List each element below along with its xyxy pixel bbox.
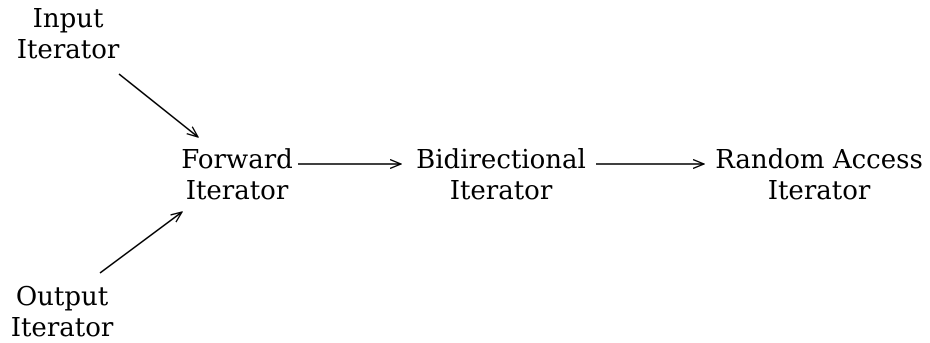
node-input-line1: Input [32,4,104,34]
node-output-iterator: Output Iterator [11,282,114,343]
node-input-line2: Iterator [16,35,120,65]
node-bidirectional-iterator: Bidirectional Iterator [416,145,586,207]
node-output-line2: Iterator [10,313,114,343]
node-random-access-line1: Random Access [715,145,923,175]
node-random-access-iterator: Random Access Iterator [715,145,923,207]
node-output-line1: Output [15,282,109,312]
node-bidirectional-line1: Bidirectional [416,145,586,175]
node-forward-line1: Forward [181,145,293,175]
arrow-input-to-forward [118,73,198,137]
node-forward-iterator: Forward Iterator [181,145,293,207]
node-forward-line2: Iterator [185,176,289,206]
node-random-access-line2: Iterator [767,176,871,206]
node-bidirectional-line2: Iterator [449,176,553,206]
arrow-output-to-forward [99,212,182,274]
node-input-iterator: Input Iterator [17,4,120,66]
